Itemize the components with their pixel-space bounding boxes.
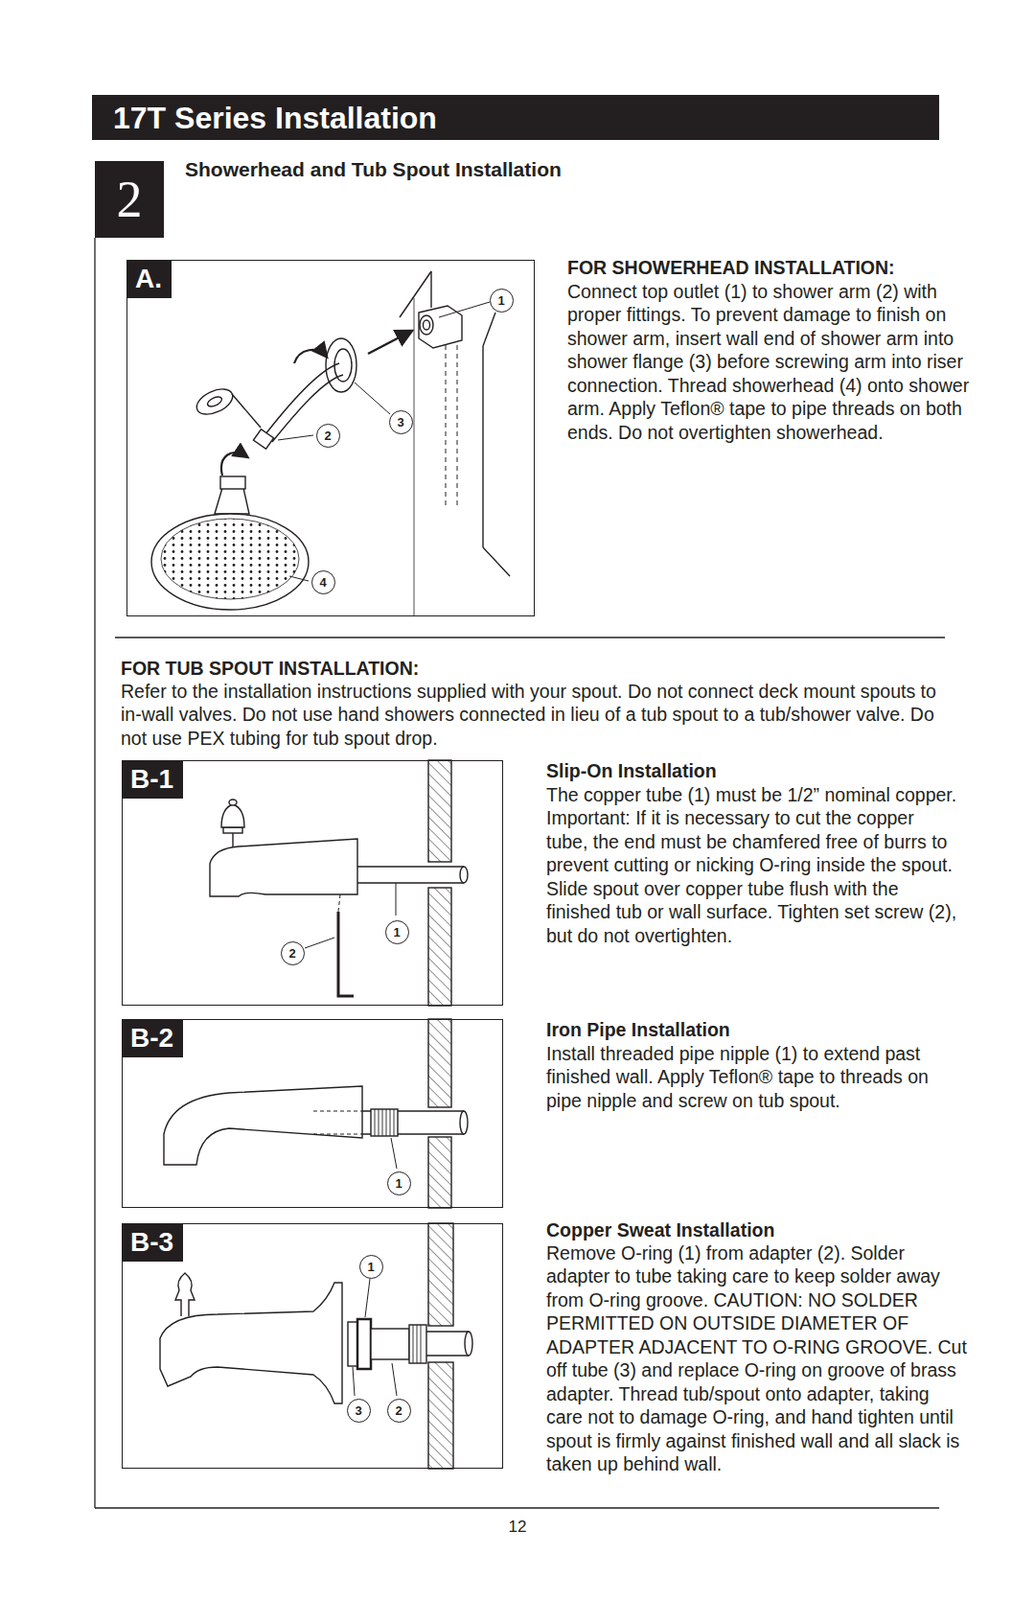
subheading: Copper Sweat Installation bbox=[546, 1218, 978, 1242]
callout-number: 4 bbox=[311, 570, 336, 595]
section-heading: Showerhead and Tub Spout Installation bbox=[184, 157, 856, 183]
figure-tab: A. bbox=[127, 260, 172, 299]
callout-label: 3 bbox=[354, 1403, 362, 1417]
instruction-text: The copper tube (1) must be 1/2” nominal… bbox=[546, 782, 959, 947]
figure-panel: B-3 1 3 2 bbox=[121, 1222, 504, 1469]
callout-number: 1 bbox=[385, 920, 410, 944]
figure-tab: B-1 bbox=[122, 760, 184, 799]
callout-label: 2 bbox=[323, 429, 331, 442]
subheading: FOR SHOWERHEAD INSTALLATION: bbox=[567, 255, 970, 279]
callout-label: 1 bbox=[394, 1176, 402, 1190]
iron-pipe-figure bbox=[163, 1018, 468, 1208]
callout-label: 3 bbox=[396, 415, 404, 429]
callout-number: 3 bbox=[346, 1398, 371, 1423]
subheading: Slip-On Installation bbox=[546, 759, 978, 782]
callout-label: 1 bbox=[392, 925, 400, 939]
slip-on-figure bbox=[209, 759, 468, 1006]
step-number: 2 bbox=[94, 161, 164, 238]
instruction-text: Connect top outlet (1) to shower arm (2)… bbox=[567, 279, 970, 444]
step-label: 2 bbox=[116, 172, 143, 227]
figure-tab: B-2 bbox=[122, 1019, 184, 1058]
page-title: 17T Series Installation bbox=[113, 100, 437, 136]
figure-panel: B-1 1 2 bbox=[121, 759, 504, 1006]
figure-panel: B-2 1 bbox=[121, 1018, 504, 1208]
callout-number: 3 bbox=[389, 410, 414, 435]
callout-number: 2 bbox=[280, 941, 305, 966]
callout-number: 1 bbox=[387, 1171, 412, 1196]
instruction-text: Remove O-ring (1) from adapter (2). Sold… bbox=[546, 1241, 970, 1476]
callout-label: 1 bbox=[497, 294, 505, 307]
callout-label: 2 bbox=[288, 946, 296, 960]
page-number: 12 bbox=[479, 1516, 556, 1537]
callout-number: 1 bbox=[489, 288, 514, 313]
instruction-text: Install threaded pipe nipple (1) to exte… bbox=[546, 1041, 959, 1112]
callout-number: 2 bbox=[387, 1398, 412, 1423]
callout-number: 2 bbox=[316, 423, 341, 448]
figure-tab: B-3 bbox=[122, 1223, 184, 1262]
callout-label: 2 bbox=[394, 1403, 402, 1417]
figure-panel: A. 1 3 2 4 bbox=[126, 259, 535, 617]
copper-sweat-figure bbox=[160, 1222, 473, 1469]
subheading: Iron Pipe Installation bbox=[546, 1017, 978, 1041]
instruction-text: Refer to the installation instructions s… bbox=[120, 679, 955, 750]
showerhead-figure bbox=[151, 271, 510, 617]
subheading: FOR TUB SPOUT INSTALLATION: bbox=[120, 656, 955, 680]
callout-number: 1 bbox=[359, 1254, 384, 1279]
title-bar: 17T Series Installation bbox=[92, 94, 940, 140]
callout-label: 4 bbox=[319, 575, 326, 589]
callout-label: 1 bbox=[367, 1260, 374, 1273]
